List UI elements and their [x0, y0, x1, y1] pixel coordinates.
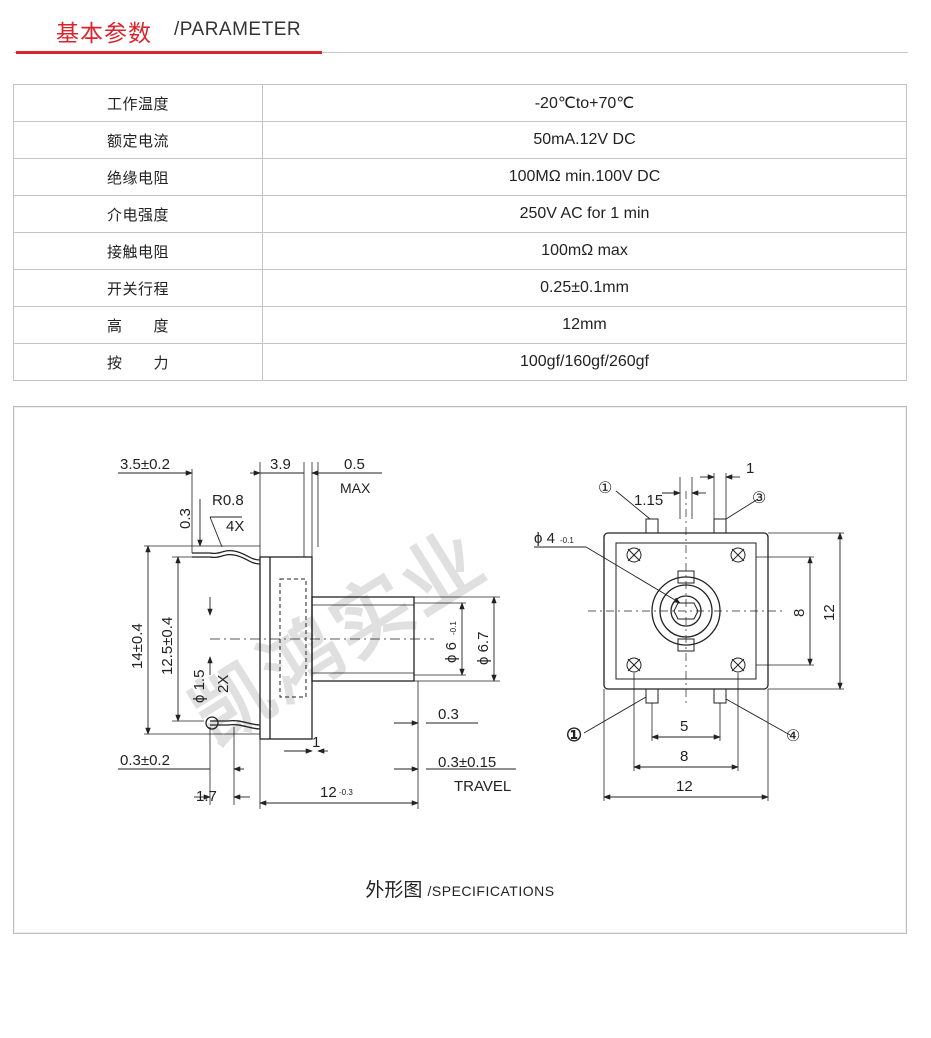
dim-label: 0.3 — [438, 706, 459, 723]
dim-label: 0.3 — [177, 508, 194, 529]
param-label: 介电强度 — [13, 195, 263, 233]
dim-label: 1.7 — [196, 788, 217, 805]
table-row: 工作温度-20℃to+70℃ — [13, 84, 907, 122]
pin-label: ① — [566, 725, 582, 745]
param-value: 0.25±0.1mm — [262, 269, 907, 307]
param-value: 100MΩ min.100V DC — [262, 158, 907, 196]
top-view-dimensions — [534, 474, 843, 800]
dim-label: TRAVEL — [454, 778, 511, 795]
dim-label: 8 — [791, 609, 808, 617]
side-view — [144, 462, 500, 809]
dim-label: ϕ 1.5 — [191, 670, 208, 703]
param-label: 接触电阻 — [13, 232, 263, 270]
param-label: 高 度 — [13, 306, 263, 344]
param-label: 工作温度 — [13, 84, 263, 122]
section-header: 基本参数 /PARAMETER — [14, 10, 908, 54]
param-value: 250V AC for 1 min — [262, 195, 907, 233]
dim-label: 0.3±0.15 — [438, 754, 496, 771]
dim-label: 14±0.4 — [129, 623, 146, 669]
dim-label: 2X — [215, 675, 232, 693]
dim-label: 0.3±0.2 — [120, 752, 170, 769]
header-accent-bar — [16, 51, 322, 54]
dim-label: 3.9 — [270, 456, 291, 473]
technical-drawing: 凯鸿实业 — [118, 456, 844, 809]
dim-label: 12 — [320, 784, 337, 801]
dim-label: 0.5 — [344, 456, 365, 473]
dim-label: 12 — [821, 604, 838, 621]
param-label: 开关行程 — [13, 269, 263, 307]
caption-cn: 外形图 — [365, 879, 423, 901]
param-value: 100mΩ max — [262, 232, 907, 270]
param-label: 额定电流 — [13, 121, 263, 159]
dim-label: 4X — [226, 518, 244, 535]
pin-label: ③ — [752, 490, 766, 507]
dim-label: ϕ 4 — [534, 530, 555, 547]
side-view-dimensions — [118, 470, 516, 806]
param-value: 100gf/160gf/260gf — [262, 343, 907, 381]
specification-drawing: 凯鸿实业 — [13, 406, 907, 934]
section-title-en: /PARAMETER — [174, 19, 302, 40]
dim-label: 1 — [746, 460, 754, 477]
dim-label: -0.3 — [339, 788, 353, 797]
param-value: -20℃to+70℃ — [262, 84, 907, 122]
dim-label: ϕ 6.7 — [475, 632, 492, 665]
dim-label: ϕ 6 — [443, 642, 460, 663]
dim-label: -0.1 — [560, 536, 574, 545]
param-value: 12mm — [262, 306, 907, 344]
side-view-labels: 3.5±0.2 3.9 0.5 MAX R0.8 4X 0.3 14±0.4 1… — [120, 456, 511, 805]
dim-label: MAX — [340, 480, 371, 496]
param-value: 50mA.12V DC — [262, 121, 907, 159]
param-label: 按 力 — [13, 343, 263, 381]
top-view — [588, 473, 844, 801]
dim-label: 1.15 — [634, 492, 663, 509]
header-divider — [14, 52, 908, 53]
dim-label: 1 — [312, 734, 320, 751]
dim-label: 12.5±0.4 — [159, 617, 176, 675]
drawing-caption: 外形图 /SPECIFICATIONS — [14, 875, 906, 902]
dim-label: 5 — [680, 718, 688, 735]
pin-label: ① — [598, 480, 612, 497]
param-label: 绝缘电阻 — [13, 158, 263, 196]
pin-label: ④ — [786, 728, 800, 745]
dim-label: 3.5±0.2 — [120, 456, 170, 473]
dim-label: 8 — [680, 748, 688, 765]
dim-label: R0.8 — [212, 492, 244, 509]
top-view-labels: ① ③ ① ④ 1 1.15 ϕ 4 -0.1 8 12 5 8 12 — [534, 460, 838, 795]
dim-label: 12 — [676, 778, 693, 795]
dim-label: -0.1 — [449, 621, 458, 635]
section-title-cn: 基本参数 — [56, 21, 152, 47]
caption-en: /SPECIFICATIONS — [427, 883, 555, 899]
